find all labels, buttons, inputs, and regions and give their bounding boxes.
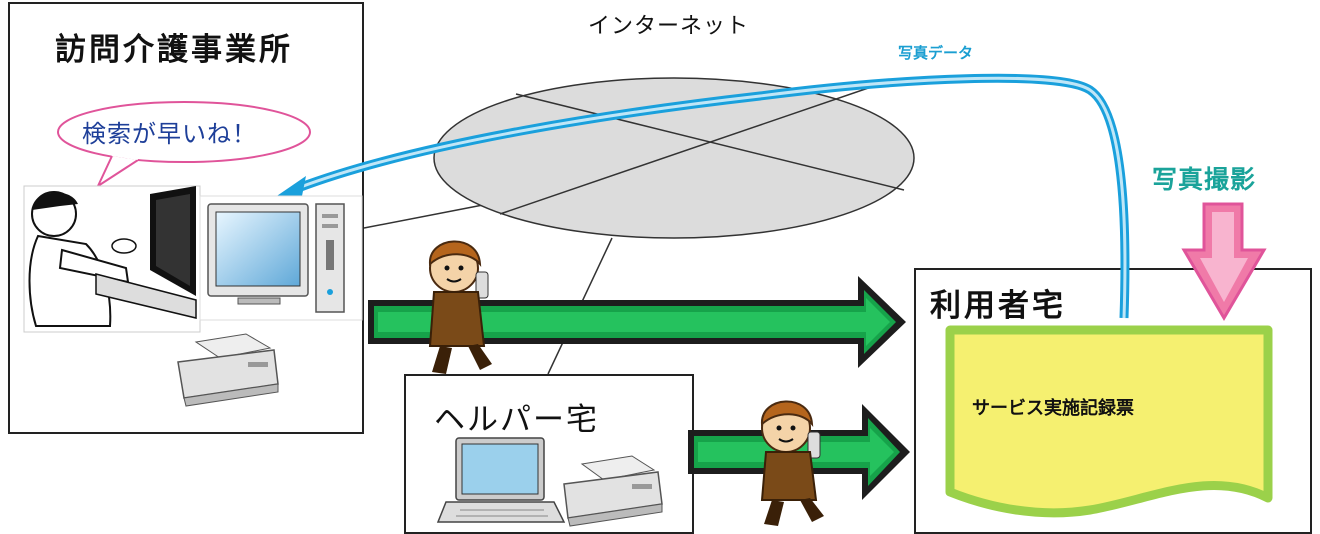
office-worker-illustration bbox=[23, 185, 201, 333]
document-label: サービス実施記録票 bbox=[972, 398, 1134, 419]
office-title: 訪問介護事業所 bbox=[55, 32, 293, 68]
photo-shoot-arrow bbox=[1181, 202, 1267, 321]
helper-printer-icon bbox=[563, 455, 663, 527]
office-network-line bbox=[363, 203, 489, 229]
helper-woman-icon-2 bbox=[760, 400, 824, 526]
speech-bubble-text: 検索が早いね！ bbox=[82, 120, 257, 148]
service-record-document bbox=[945, 325, 1273, 518]
internet-cloud bbox=[433, 77, 915, 239]
photo-shoot-label: 写真撮影 bbox=[1152, 165, 1257, 194]
office-to-user-arrow bbox=[368, 276, 906, 368]
desktop-computer-icon bbox=[199, 195, 363, 321]
office-printer-icon bbox=[177, 333, 279, 407]
helper-home-title: ヘルパー宅 bbox=[434, 402, 599, 438]
photo-data-label: 写真データ bbox=[898, 44, 974, 62]
user-home-title: 利用者宅 bbox=[930, 288, 1066, 324]
helper-woman-icon bbox=[428, 240, 492, 374]
laptop-icon bbox=[436, 437, 566, 523]
internet-label: インターネット bbox=[588, 14, 750, 39]
speech-bubble bbox=[57, 101, 311, 189]
